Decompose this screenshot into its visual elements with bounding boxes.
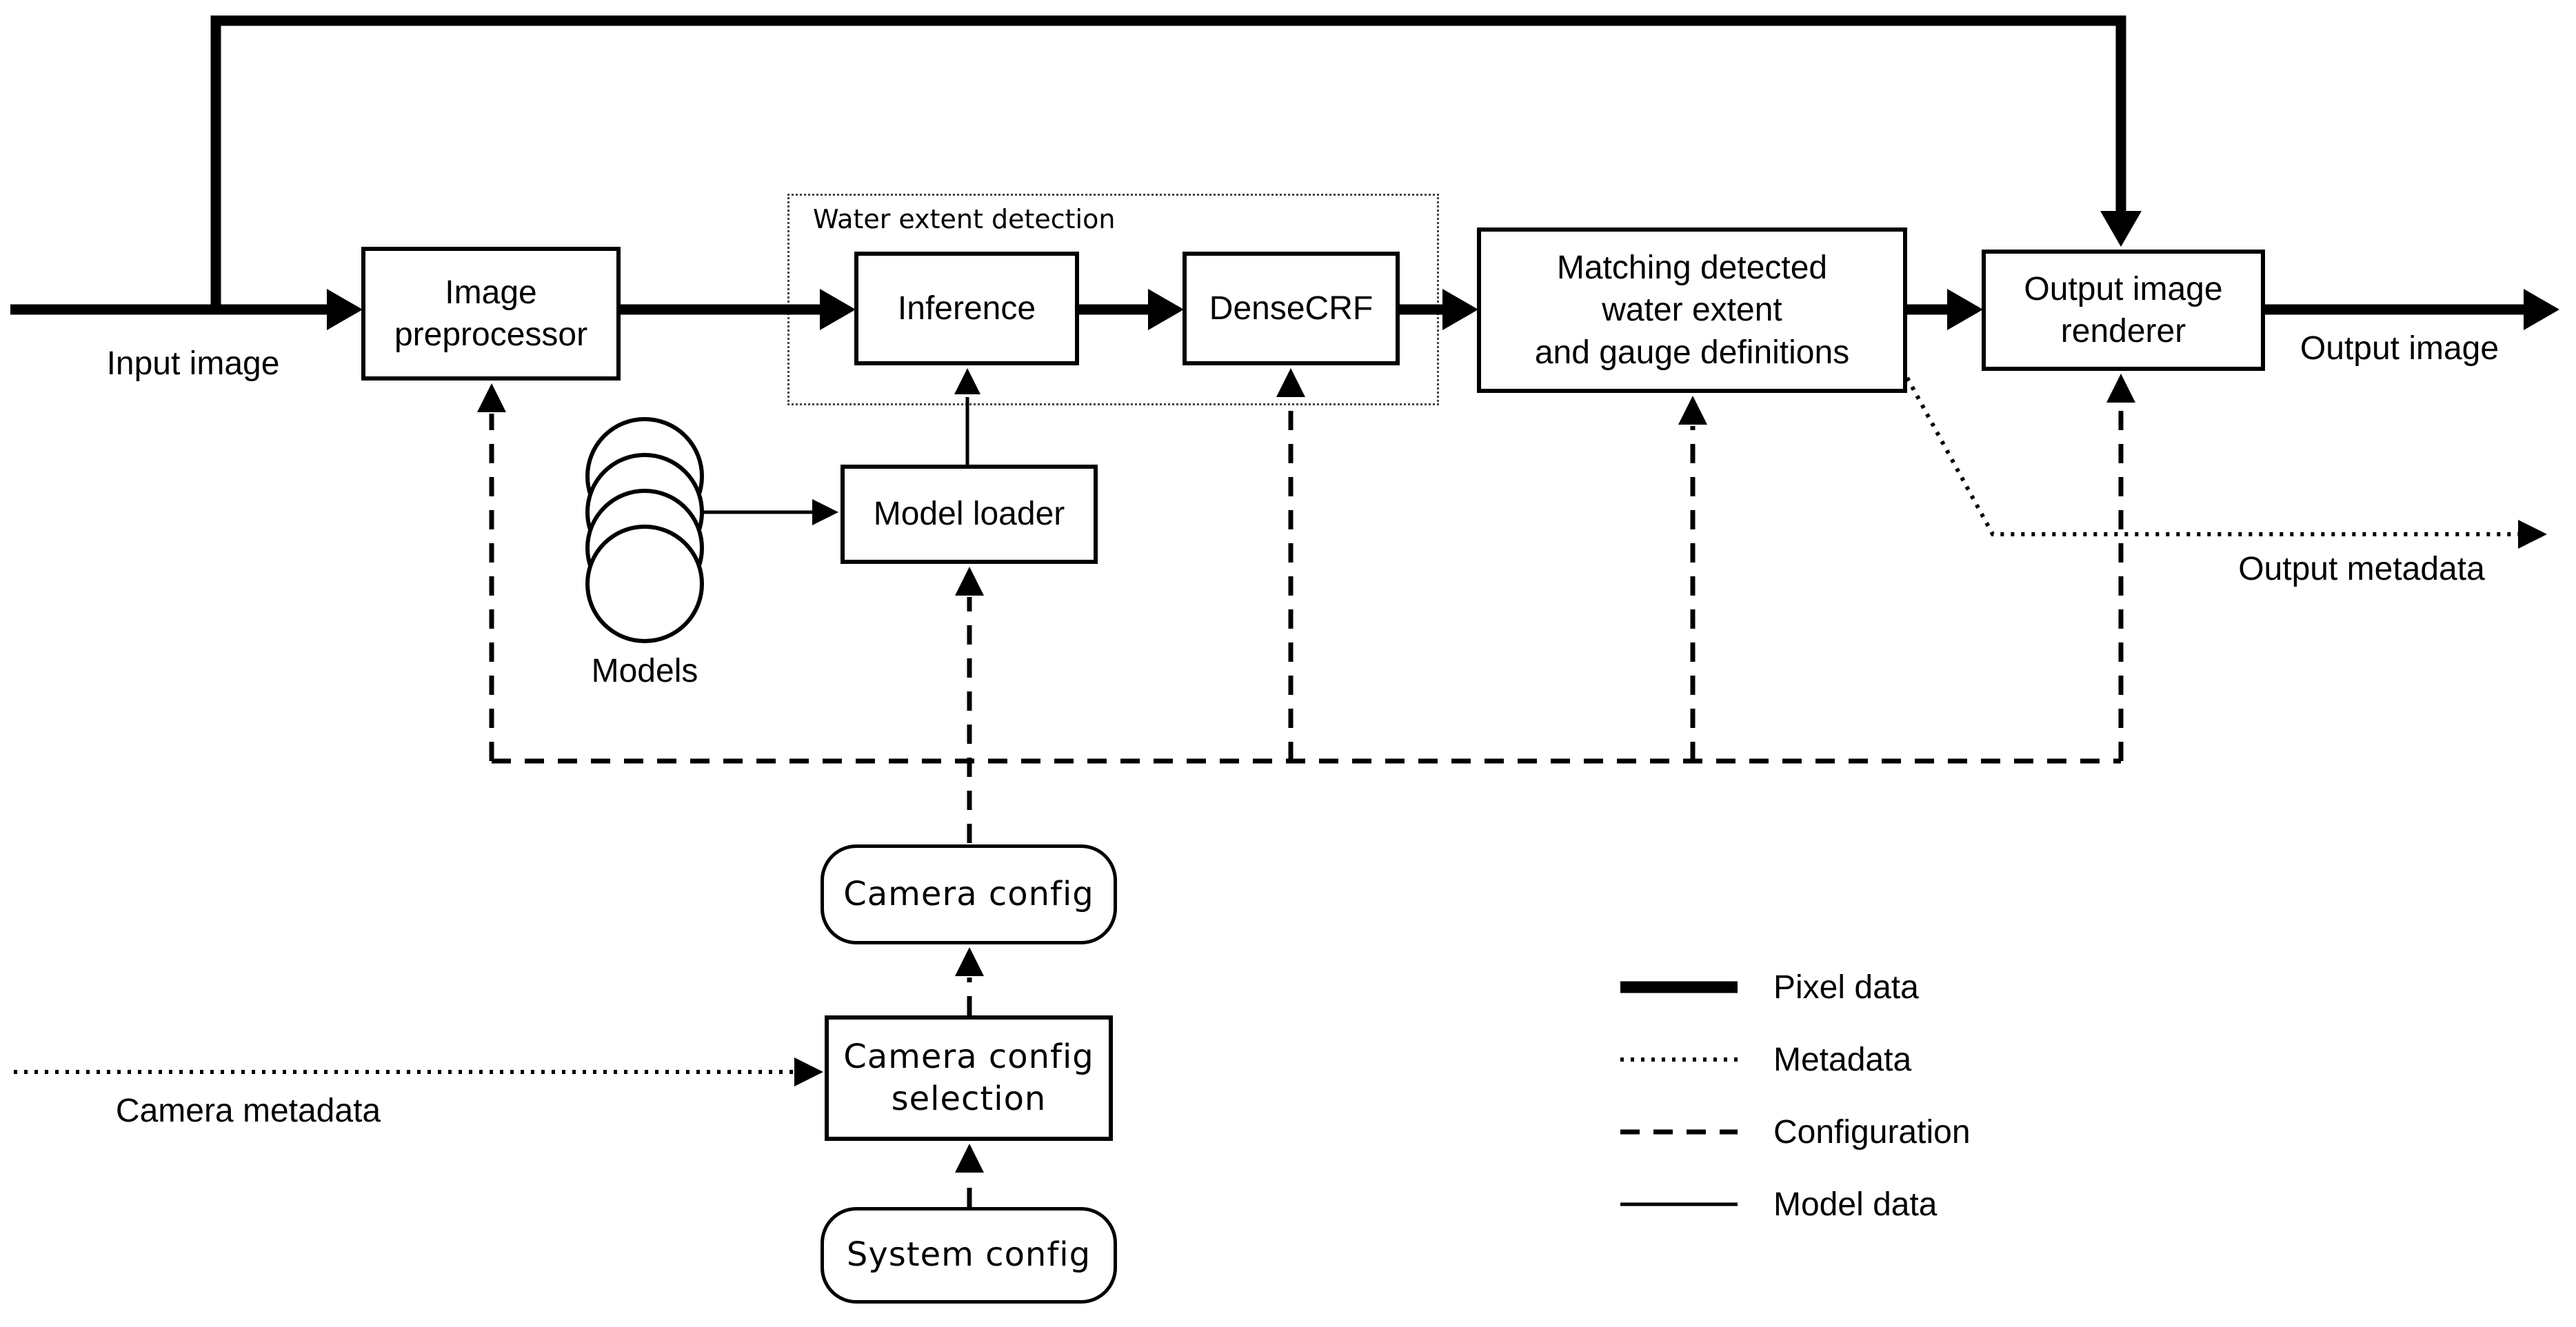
legend-item-configuration: Configuration [1773, 1112, 1971, 1152]
group-water-extent-detection: Water extent detection [787, 194, 1439, 405]
pixel-data-edges [10, 15, 2524, 315]
node-inference-label: Inference [897, 290, 1036, 327]
arrowhead-loader-to-inference [954, 368, 980, 394]
label-models-text: Models [591, 653, 698, 689]
arrowhead-output-image [2524, 289, 2559, 330]
arrowhead-into-inference [820, 289, 856, 330]
legend-label-metadata: Metadata [1773, 1041, 1912, 1078]
node-camera-config: Camera config [821, 844, 1117, 944]
node-camera-config-selection: Camera config selection [825, 1015, 1113, 1141]
label-output-image: Output image [2268, 330, 2530, 367]
legend-item-pixel-data: Pixel data [1773, 967, 1919, 1007]
label-output-image-text: Output image [2300, 330, 2499, 367]
arrowhead-into-selection [955, 1144, 984, 1173]
pixel-data-arrowheads [327, 211, 2559, 330]
label-camera-metadata-text: Camera metadata [115, 1093, 381, 1129]
node-inference: Inference [854, 252, 1079, 365]
legend-label-pixel-data: Pixel data [1773, 969, 1919, 1006]
node-matching-label: Matching detected water extent and gauge… [1534, 249, 1850, 371]
arrowhead-config-matching [1678, 396, 1707, 425]
arrowhead-into-densecrf [1148, 289, 1184, 330]
node-camera-config-label: Camera config [843, 874, 1094, 913]
legend-item-metadata: Metadata [1773, 1040, 1911, 1080]
arrowhead-config-renderer [2106, 374, 2135, 403]
edge-output-metadata [1905, 376, 2518, 536]
arrowhead-into-renderer [1947, 289, 1983, 330]
configuration-arrowheads [477, 368, 2135, 1173]
arrowhead-bypass-into-renderer [2100, 211, 2142, 247]
node-output-renderer: Output image renderer [1982, 250, 2265, 371]
arrowhead-config-modelloader [955, 567, 984, 596]
legend-item-model-data: Model data [1773, 1184, 1938, 1224]
model-circle-4 [585, 525, 704, 643]
arrowhead-into-loader [812, 499, 838, 525]
node-output-renderer-label: Output image renderer [2024, 270, 2223, 350]
node-densecrf: DenseCRF [1183, 252, 1400, 365]
node-densecrf-label: DenseCRF [1209, 290, 1373, 327]
arrowhead-config-preprocessor [477, 383, 506, 412]
label-output-metadata-text: Output metadata [2238, 551, 2485, 587]
model-data-arrowheads [812, 368, 980, 525]
arrowhead-camera-metadata [794, 1057, 823, 1086]
model-data-edges [702, 397, 969, 514]
node-camera-config-selection-label: Camera config selection [843, 1037, 1094, 1118]
node-system-config-label: System config [846, 1235, 1091, 1275]
label-input-image: Input image [62, 345, 324, 383]
edge-pixel-bypass [210, 15, 2126, 310]
node-system-config: System config [821, 1207, 1117, 1304]
group-water-extent-detection-label: Water extent detection [813, 204, 1116, 234]
configuration-edges [489, 398, 2124, 1207]
models-stack-icon [585, 417, 704, 643]
arrowhead-config-densecrf [1276, 368, 1305, 397]
legend-label-configuration: Configuration [1773, 1113, 1971, 1151]
label-input-image-text: Input image [106, 345, 280, 382]
legend-label-model-data: Model data [1773, 1186, 1938, 1223]
metadata-arrowheads [794, 520, 2547, 1086]
label-camera-metadata: Camera metadata [97, 1092, 400, 1130]
node-image-preprocessor-label: Image preprocessor [394, 274, 588, 353]
label-models: Models [541, 652, 748, 690]
node-model-loader-label: Model loader [873, 496, 1065, 533]
metadata-edges [14, 376, 2518, 1074]
label-output-metadata: Output metadata [2210, 550, 2513, 588]
arrowhead-output-metadata [2518, 520, 2547, 549]
arrowhead-into-preprocessor [327, 289, 363, 330]
legend-swatches [1620, 981, 1738, 1206]
node-model-loader: Model loader [841, 465, 1098, 564]
node-matching: Matching detected water extent and gauge… [1477, 227, 1907, 393]
arrowhead-into-cameraconfig [955, 947, 984, 976]
node-image-preprocessor: Image preprocessor [361, 247, 621, 381]
arrowhead-into-matching [1442, 289, 1478, 330]
